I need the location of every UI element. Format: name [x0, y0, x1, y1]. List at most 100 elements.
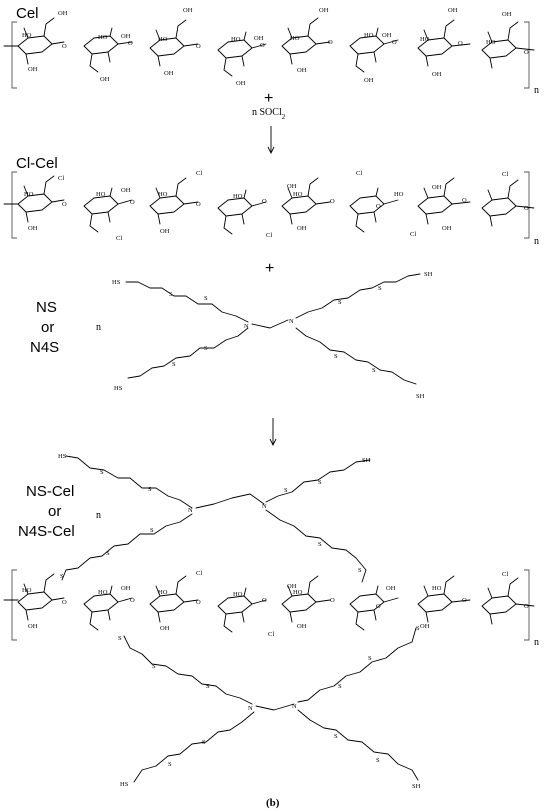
svg-text:HO: HO — [96, 191, 106, 198]
svg-text:O: O — [62, 43, 67, 50]
svg-text:HO: HO — [231, 36, 241, 43]
svg-text:O: O — [524, 205, 529, 212]
svg-text:S: S — [358, 567, 362, 574]
svg-text:O: O — [62, 201, 67, 208]
svg-text:Cl: Cl — [502, 171, 508, 178]
ns-label: NS — [36, 299, 57, 316]
svg-text:SH: SH — [424, 271, 433, 278]
svg-text:OH: OH — [364, 77, 374, 84]
svg-text:HO: HO — [24, 191, 34, 198]
repeat-n-1: n — [534, 85, 539, 96]
svg-text:S: S — [338, 683, 342, 690]
svg-text:OH: OH — [254, 35, 264, 42]
arrow-1 — [267, 126, 275, 155]
arrow-2 — [269, 418, 277, 447]
svg-text:N: N — [292, 703, 297, 710]
svg-text:S: S — [100, 469, 104, 476]
svg-text:O: O — [262, 597, 267, 604]
svg-text:O: O — [330, 198, 335, 205]
svg-text:O: O — [462, 597, 467, 604]
svg-text:HO: HO — [290, 35, 300, 42]
svg-text:HS: HS — [120, 781, 129, 788]
svg-text:S: S — [318, 541, 322, 548]
svg-text:O: O — [196, 201, 201, 208]
svg-text:OH: OH — [28, 225, 38, 232]
svg-text:O: O — [376, 203, 381, 210]
svg-text:HO: HO — [98, 34, 108, 41]
svg-text:OH: OH — [121, 585, 131, 592]
svg-text:HO: HO — [233, 591, 243, 598]
svg-text:Cl: Cl — [410, 231, 416, 238]
svg-text:S: S — [376, 757, 380, 764]
svg-text:S: S — [169, 291, 173, 298]
svg-text:O: O — [524, 49, 529, 56]
svg-text:O: O — [330, 597, 335, 604]
svg-text:S: S — [416, 625, 420, 632]
ns-linker: NS or N4S n HS S S N N S S HS S S SH S S… — [30, 271, 433, 400]
svg-text:S: S — [168, 761, 172, 768]
svg-text:OH: OH — [432, 184, 442, 191]
svg-text:S: S — [334, 353, 338, 360]
ns-cel-label: NS-Cel — [26, 483, 74, 500]
svg-text:OH: OH — [420, 623, 430, 630]
svg-text:S: S — [150, 527, 154, 534]
svg-text:HS: HS — [112, 279, 121, 286]
svg-text:HS: HS — [114, 385, 123, 392]
svg-text:S: S — [318, 479, 322, 486]
svg-text:O: O — [260, 42, 265, 49]
svg-text:OH: OH — [121, 187, 131, 194]
svg-text:S: S — [204, 345, 208, 352]
svg-text:OH: OH — [287, 183, 297, 190]
svg-text:OH: OH — [297, 623, 307, 630]
svg-text:S: S — [148, 486, 152, 493]
svg-text:HO: HO — [158, 36, 168, 43]
svg-text:OH: OH — [160, 625, 170, 632]
svg-text:S: S — [202, 739, 206, 746]
svg-text:OH: OH — [28, 623, 38, 630]
svg-text:S: S — [60, 573, 64, 580]
svg-text:OH: OH — [58, 10, 68, 17]
svg-text:HO: HO — [486, 39, 496, 46]
svg-text:SH: SH — [412, 783, 421, 790]
svg-text:N: N — [289, 318, 294, 325]
svg-text:N: N — [244, 323, 249, 330]
svg-text:N: N — [188, 507, 193, 514]
plus-2: + — [265, 260, 274, 277]
svg-text:Cl: Cl — [196, 170, 202, 177]
svg-text:HO: HO — [22, 587, 32, 594]
cl-cel-label: Cl-Cel — [16, 155, 58, 172]
svg-text:S: S — [338, 299, 342, 306]
ns-cel-product: NS-Cel or N4S-Cel n HS SH S S N N S S S … — [3, 453, 539, 790]
svg-text:HO: HO — [158, 191, 168, 198]
svg-text:Cl: Cl — [268, 631, 274, 638]
cel-label: Cel — [16, 5, 39, 22]
svg-text:HO: HO — [293, 589, 303, 596]
svg-text:OH: OH — [319, 7, 329, 14]
linker-n: n — [96, 322, 101, 333]
svg-text:N: N — [248, 705, 253, 712]
svg-text:OH: OH — [448, 7, 458, 14]
svg-text:OH: OH — [297, 225, 307, 232]
svg-text:OH: OH — [442, 225, 452, 232]
svg-text:Cl: Cl — [196, 570, 202, 577]
svg-text:Cl: Cl — [502, 571, 508, 578]
reagent-socl2: n SOCl2 — [252, 107, 286, 121]
svg-text:Cl: Cl — [116, 235, 122, 242]
repeat-n-3: n — [534, 637, 539, 648]
svg-text:O: O — [130, 199, 135, 206]
svg-text:OH: OH — [160, 228, 170, 235]
svg-text:S: S — [334, 733, 338, 740]
svg-text:O: O — [328, 39, 333, 46]
svg-text:Cl: Cl — [356, 170, 362, 177]
svg-text:OH: OH — [28, 66, 38, 73]
svg-text:Cl: Cl — [266, 232, 272, 239]
svg-text:S: S — [106, 550, 110, 557]
svg-text:OH: OH — [183, 7, 193, 14]
svg-text:S: S — [172, 361, 176, 368]
svg-text:S: S — [378, 285, 382, 292]
svg-text:OH: OH — [297, 67, 307, 74]
svg-text:O: O — [458, 40, 463, 47]
svg-text:O: O — [196, 43, 201, 50]
product-n: n — [96, 510, 101, 521]
